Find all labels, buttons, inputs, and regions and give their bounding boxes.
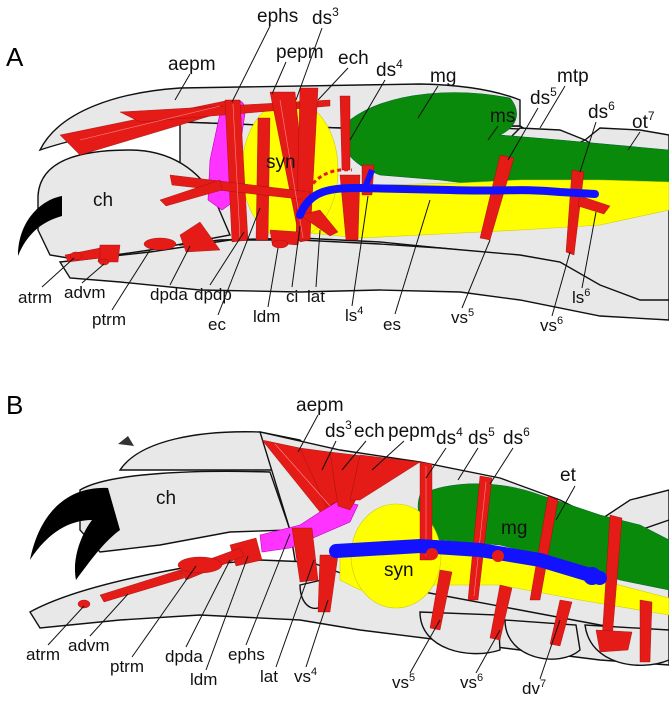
b-carapace-spine xyxy=(118,436,134,446)
b-label-aepm: aepm xyxy=(296,395,344,416)
b-label-ech: ech xyxy=(354,421,385,442)
b-chela-fang xyxy=(30,488,120,580)
b-label-ds4: ds4 xyxy=(436,425,463,449)
b-label-dv7: dv7 xyxy=(522,678,546,698)
panel-b-letter: B xyxy=(6,390,23,420)
b-sternite-3 xyxy=(505,620,580,659)
a-label-ds6: ds6 xyxy=(588,99,615,123)
b-label-ephs: ephs xyxy=(228,645,265,664)
b-label-et: et xyxy=(560,465,577,486)
b-label-ds3: ds3 xyxy=(325,418,352,442)
a-label-ch: ch xyxy=(93,190,113,211)
b-label-mg: mg xyxy=(501,518,527,539)
a-label-lat: lat xyxy=(307,287,325,306)
b-label-vs4: vs4 xyxy=(294,666,317,686)
b-label-ch: ch xyxy=(156,488,176,509)
b-label-atrm: atrm xyxy=(26,645,60,664)
b-ganglion-node-1 xyxy=(426,548,438,560)
a-label-advm: advm xyxy=(64,283,106,302)
a-label-ot7: ot7 xyxy=(632,109,655,133)
a-label-ci: ci xyxy=(286,287,298,306)
b-label-advm: advm xyxy=(68,636,110,655)
b-label-ldm: ldm xyxy=(190,670,217,689)
b-label-syn: syn xyxy=(384,560,414,581)
a-label-vs6: vs6 xyxy=(540,315,563,335)
b-label-vs5: vs5 xyxy=(392,672,415,692)
a-label-pepm: pepm xyxy=(276,42,324,63)
b-ganglion-node-2 xyxy=(492,550,504,562)
panel-b: B xyxy=(6,390,669,698)
a-label-dpda: dpda xyxy=(150,285,188,304)
b-label-pepm: pepm xyxy=(388,421,436,442)
a-label-ds3: ds3 xyxy=(312,5,339,29)
b-nerve-end xyxy=(583,567,601,585)
b-label-dpda: dpda xyxy=(165,647,203,666)
a-label-ephs: ephs xyxy=(257,6,298,27)
b-label-vs6: vs6 xyxy=(460,672,483,692)
a-label-ec: ec xyxy=(208,315,226,334)
panel-a-letter: A xyxy=(6,42,24,72)
a-label-syn: syn xyxy=(266,152,296,173)
a-label-mg: mg xyxy=(430,66,456,87)
a-label-mtp: mtp xyxy=(557,66,589,87)
a-label-vs5: vs5 xyxy=(451,307,474,327)
a-label-ldm: ldm xyxy=(253,307,280,326)
a-label-ms: ms xyxy=(490,106,515,127)
b-label-lat: lat xyxy=(260,667,278,686)
a-label-atrm: atrm xyxy=(18,288,52,307)
a-label-ls4: ls4 xyxy=(345,305,363,325)
a-label-aepm: aepm xyxy=(168,54,216,75)
a-label-es: es xyxy=(383,315,401,334)
b-label-ds5: ds5 xyxy=(468,425,495,449)
a-label-ech: ech xyxy=(338,48,369,69)
a-label-ds4: ds4 xyxy=(376,57,403,81)
b-label-ds6: ds6 xyxy=(503,425,530,449)
a-label-ptrm: ptrm xyxy=(92,310,126,329)
b-label-ptrm: ptrm xyxy=(110,657,144,676)
panel-a: A xyxy=(6,5,669,335)
